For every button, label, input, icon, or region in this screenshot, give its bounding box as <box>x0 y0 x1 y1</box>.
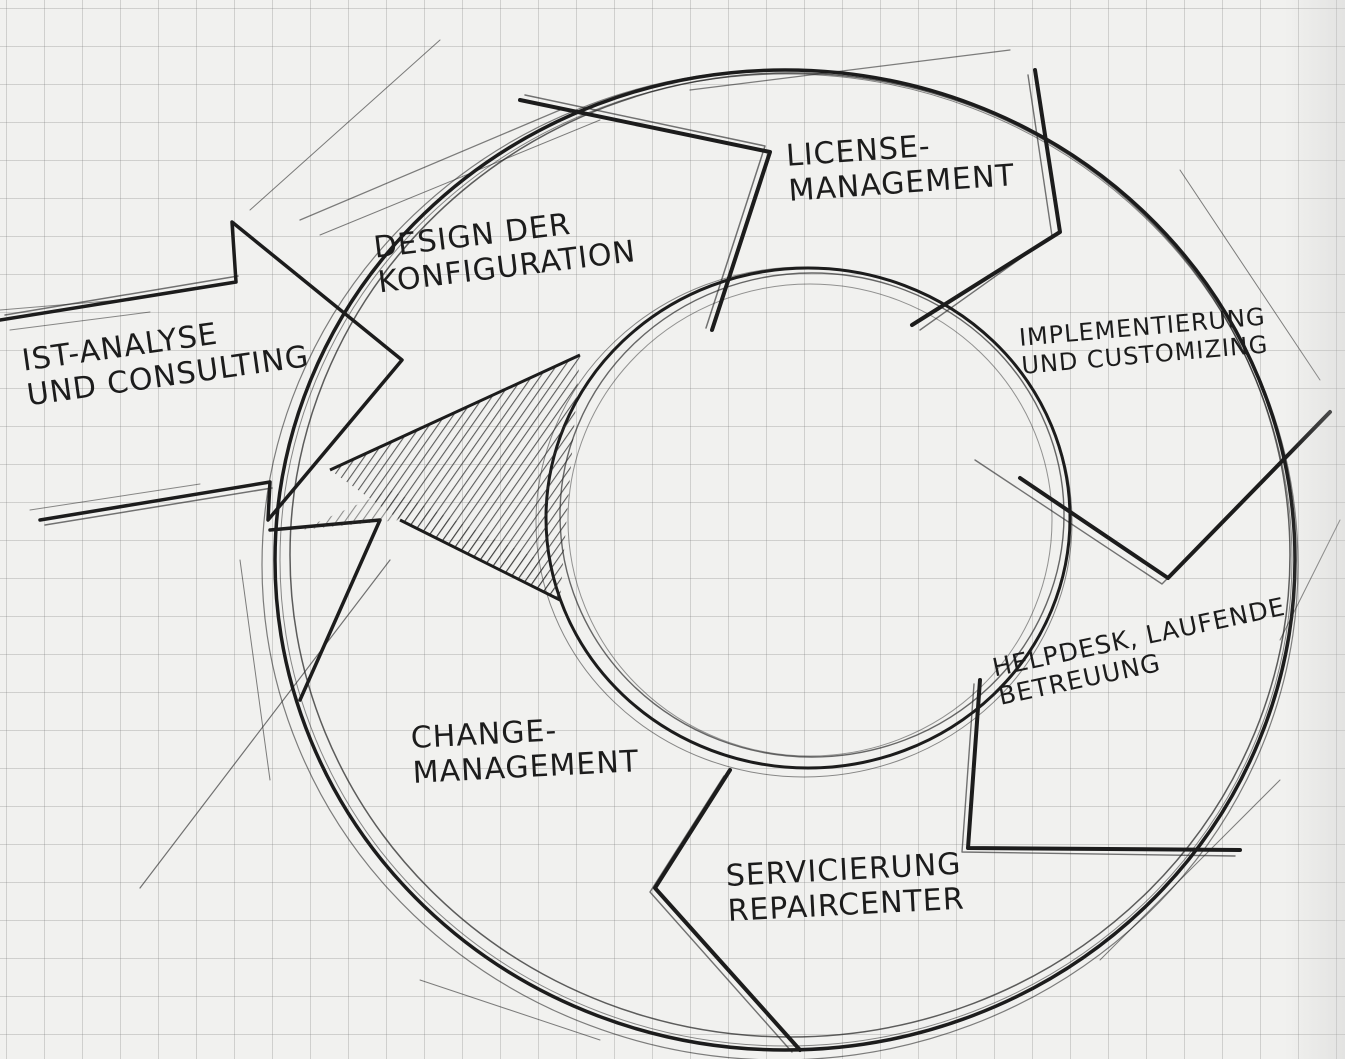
entry-arrow <box>0 220 404 889</box>
label-servicierung: SERVICIERUNG REPAIRCENTER <box>725 847 965 929</box>
inner-ring <box>535 266 1073 778</box>
segment-dividers <box>268 68 1332 1053</box>
label-change: CHANGE- MANAGEMENT <box>410 710 640 791</box>
sketch-strokes <box>239 39 1341 1041</box>
shaded-region <box>300 353 581 602</box>
